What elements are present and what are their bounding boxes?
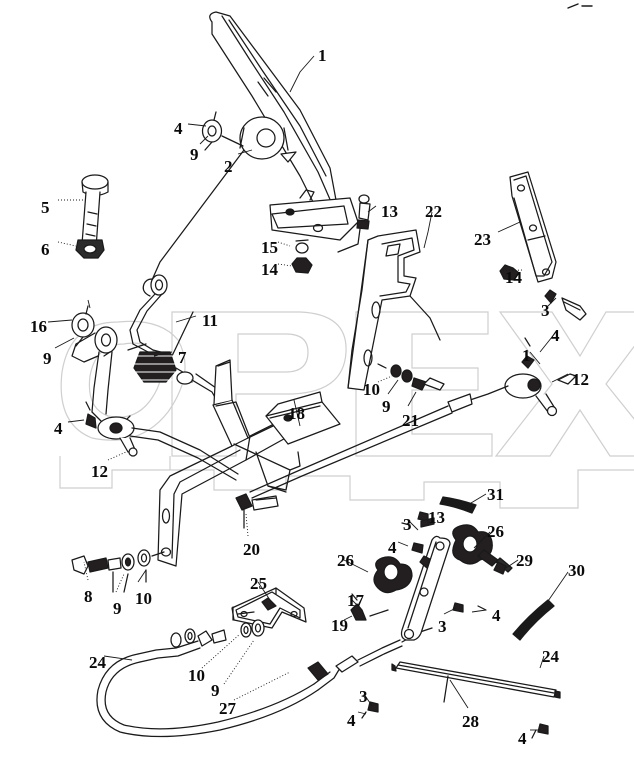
callout-20: 20 [243,540,260,559]
callout-3-link: 3 [403,515,412,534]
callout-9: 9 [190,145,199,164]
callout-4-mid: 4 [492,606,501,625]
callout-18: 18 [288,404,305,423]
callout-28: 28 [462,712,479,731]
callout-4-link: 4 [388,538,397,557]
callout-22: 22 [425,202,442,221]
callout-4-left: 4 [54,419,63,438]
callout-11: 11 [202,311,219,330]
callout-9-mid: 9 [382,397,391,416]
callout-10-cable: 10 [188,666,205,685]
callout-9-bolt: 9 [113,599,122,618]
callout-1-right: 1 [522,346,531,365]
callout-13-link: 13 [428,508,445,527]
callout-25: 25 [250,574,267,593]
callout-10-bolt: 10 [135,589,152,608]
callout-17: 17 [347,591,364,610]
callout-3-upper: 3 [541,301,550,320]
callout-7: 7 [178,348,187,367]
callout-14-left: 14 [261,260,278,279]
callout-24-left: 24 [89,653,106,672]
callout-29: 29 [516,551,533,570]
callout-4-br: 4 [518,729,527,748]
callout-15: 15 [261,238,278,257]
callout-9-left: 9 [43,349,52,368]
callout-4: 4 [174,119,183,138]
callout-10-mid: 10 [363,380,380,399]
callout-23: 23 [474,230,491,249]
callout-24-right: 24 [542,647,559,666]
callout-12-right: 12 [572,370,589,389]
callout-31: 31 [487,485,504,504]
callout-2: 2 [224,157,233,176]
callout-12-left: 12 [91,462,108,481]
callout-6: 6 [41,240,50,259]
callout-16: 16 [30,317,47,336]
callout-27: 27 [219,699,236,718]
callout-21: 21 [402,411,419,430]
callout-13: 13 [381,202,398,221]
callout-5: 5 [41,198,50,217]
callout-26-left: 26 [337,551,354,570]
callout-1: 1 [318,46,327,65]
callout-3-bottom: 3 [359,687,368,706]
callout-4-right: 4 [551,326,560,345]
callout-9-cable: 9 [211,681,220,700]
callout-19: 19 [331,616,348,635]
callout-3-mid: 3 [438,617,447,636]
callout-4-bottom: 4 [347,711,356,730]
callout-14-right: 14 [505,268,522,287]
callout-26-right: 26 [487,522,504,541]
callout-30: 30 [568,561,585,580]
callout-8: 8 [84,587,93,606]
